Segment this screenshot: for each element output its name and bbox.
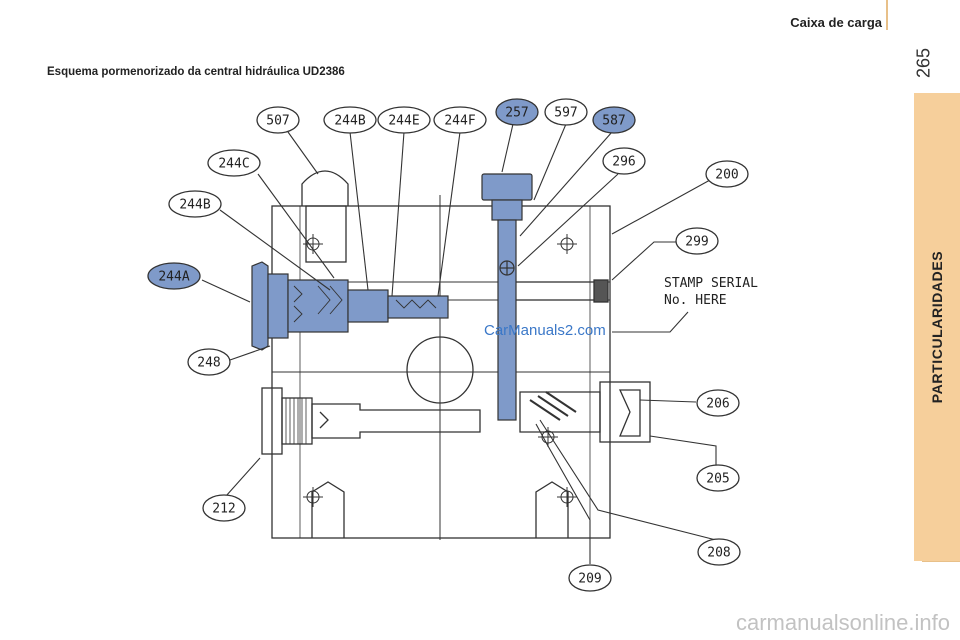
leader-lines [201, 123, 717, 564]
svg-text:208: 208 [707, 546, 730, 561]
label-244B-top: 244B [323, 106, 377, 134]
central-bore [406, 336, 474, 404]
label-597: 597 [544, 98, 588, 126]
svg-text:244A: 244A [158, 270, 189, 285]
label-248: 248 [187, 348, 231, 376]
filler-cap [301, 170, 349, 206]
label-244F: 244F [433, 106, 487, 134]
valve-244A-body [251, 261, 269, 351]
svg-text:200: 200 [715, 168, 738, 183]
stamp-serial-line-1: STAMP SERIAL [664, 276, 758, 291]
svg-text:206: 206 [706, 397, 729, 412]
svg-text:244C: 244C [218, 157, 249, 172]
page-number: 265 [909, 38, 939, 88]
watermark-carmanuals: CarManuals2.com [484, 322, 606, 339]
part-labels: 507 244B 244E 244F 257 597 587 296 200 2… [147, 98, 749, 592]
label-299: 299 [675, 227, 719, 255]
label-244E: 244E [377, 106, 431, 134]
section-side-tab: PARTICULARIDADES [914, 93, 960, 561]
bolt-257-head [481, 173, 533, 201]
svg-text:205: 205 [706, 472, 729, 487]
label-205: 205 [696, 464, 740, 492]
section-heading: Esquema pormenorizado da central hidrául… [47, 66, 345, 78]
svg-text:299: 299 [685, 235, 708, 250]
svg-text:244B: 244B [334, 114, 365, 129]
hydraulic-unit-diagram: 507 244B 244E 244F 257 597 587 296 200 2… [147, 98, 758, 592]
side-tab-divider [922, 561, 960, 562]
bolt-257-shank [497, 219, 517, 421]
svg-text:212: 212 [212, 502, 235, 517]
header-divider [886, 0, 888, 30]
label-200: 200 [705, 160, 749, 188]
page-header-title: Caixa de carga [790, 15, 882, 30]
page-number-text: 265 [913, 47, 934, 79]
stamp-serial-line-2: No. HERE [664, 293, 727, 308]
label-296: 296 [602, 147, 646, 175]
label-507: 507 [256, 106, 300, 134]
svg-text:244E: 244E [388, 114, 419, 129]
label-244B-left: 244B [168, 190, 222, 218]
watermark-carmanualsonline: carmanualsonline.info [735, 610, 950, 635]
hydraulic-body [261, 170, 651, 540]
label-257: 257 [495, 98, 539, 126]
svg-text:244B: 244B [179, 198, 210, 213]
svg-text:248: 248 [197, 356, 220, 371]
label-208: 208 [697, 538, 741, 566]
label-206: 206 [696, 389, 740, 417]
svg-text:597: 597 [554, 106, 577, 121]
side-tab-label: PARTICULARIDADES [929, 250, 945, 404]
label-209: 209 [568, 564, 612, 592]
svg-text:257: 257 [505, 106, 528, 121]
highlighted-parts [251, 173, 533, 421]
svg-text:296: 296 [612, 155, 635, 170]
svg-text:507: 507 [266, 114, 289, 129]
label-212: 212 [202, 494, 246, 522]
svg-text:244F: 244F [444, 114, 475, 129]
svg-text:209: 209 [578, 572, 601, 587]
right-fitting [599, 381, 651, 443]
label-587: 587 [592, 106, 636, 134]
label-244A: 244A [147, 262, 201, 290]
label-244C: 244C [207, 149, 261, 177]
svg-text:587: 587 [602, 114, 625, 129]
